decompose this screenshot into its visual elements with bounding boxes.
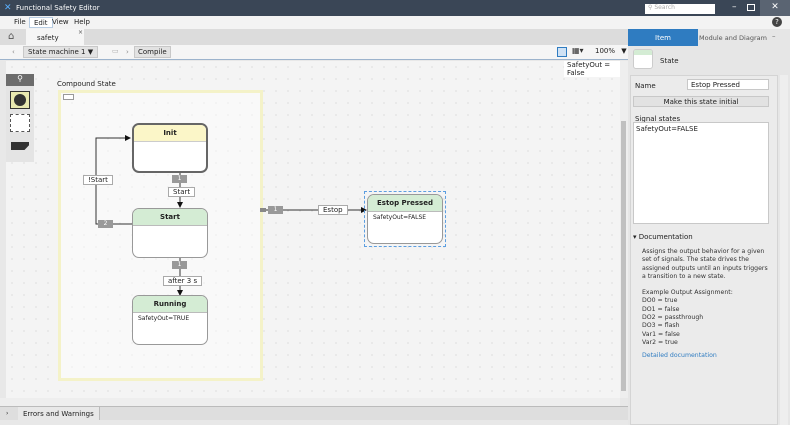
maximize-button[interactable] [747,4,755,11]
priority-badge[interactable]: 1 [172,175,187,183]
state-start[interactable]: Start [132,208,208,258]
state-estop-title: Estop Pressed [368,195,442,212]
menu-edit[interactable]: Edit [29,17,53,28]
tab-safety[interactable]: safety × [26,29,84,45]
state-machine-select[interactable]: State machine 1 ▼ [23,46,99,58]
transition-anchor [260,208,266,212]
layout-options-icon[interactable]: ▦▾ [572,46,584,55]
triangle-down-icon: ▾ [633,233,639,241]
home-icon[interactable]: ⌂ [8,31,15,42]
menu-bar: File Edit View Help [0,16,628,29]
canvas-vertical-scrollbar[interactable] [620,61,628,398]
compile-button[interactable]: Compile [134,46,171,58]
item-type-label: State [660,57,679,65]
state-type-icon [633,49,653,69]
bottom-panel: › Errors and Warnings [0,406,628,420]
menu-view[interactable]: View [52,18,69,26]
state-running-title: Running [133,296,207,313]
diagram-canvas[interactable]: ⚲ Compound State SafetyOut = False Init … [6,61,620,398]
transition-label[interactable]: Estop [318,205,348,215]
menu-file[interactable]: File [14,18,26,26]
palette-note-icon[interactable] [11,142,29,150]
name-label: Name [635,82,656,90]
transition-label[interactable]: after 3 s [163,276,203,286]
transition-label[interactable]: !Start [83,175,113,185]
expand-icon[interactable]: › [6,410,9,417]
collapse-icon[interactable]: – [772,32,776,40]
state-running[interactable]: Running SafetyOut=TRUE [132,295,208,345]
documentation-toggle[interactable]: ▾ Documentation [633,233,693,241]
state-estop[interactable]: Estop Pressed SafetyOut=FALSE [367,194,443,244]
state-init-title: Init [134,125,206,142]
documentation-text: Assigns the output behavior for a given … [642,248,770,361]
name-field[interactable]: Estop Pressed [687,79,769,90]
make-initial-button[interactable]: Make this state initial [633,96,769,107]
state-estop-selection[interactable]: Estop Pressed SafetyOut=FALSE [364,191,446,247]
document-tabs: ⌂ safety × [0,29,628,45]
close-button[interactable]: ✕ [760,0,790,16]
search-icon: ⚲ [648,4,655,11]
help-icon[interactable]: ? [772,17,782,27]
transition-label[interactable]: Start [168,187,196,197]
priority-badge[interactable]: 2 [98,220,113,228]
compound-state-handle[interactable] [63,94,74,100]
app-logo-icon: ✕ [4,3,12,13]
panel-layout-icon[interactable] [557,47,567,57]
palette: ⚲ [6,74,34,162]
state-start-title: Start [133,209,207,226]
state-init[interactable]: Init [132,123,208,173]
title-bar: ✕ Functional Safety Editor ⚲ Search – ✕ [0,0,790,16]
minimize-button[interactable]: – [732,2,737,12]
palette-compound-state-icon[interactable] [10,114,30,132]
signal-readout: SafetyOut = False [564,61,620,77]
properties-panel: Item Module and Diagram – State Name Est… [628,29,790,425]
back-arrow-icon[interactable]: ‹ [12,48,15,56]
palette-initial-state-icon[interactable] [10,91,30,109]
tab-module-diagram[interactable]: Module and Diagram [699,34,767,42]
priority-badge[interactable]: 1 [268,206,283,214]
toolbar: ‹ State machine 1 ▼ ▭ › Compile ▦▾ 100% … [0,45,628,60]
palette-search-icon[interactable]: ⚲ [6,74,34,86]
errors-warnings-tab[interactable]: Errors and Warnings [18,407,100,420]
properties-body: Name Estop Pressed Make this state initi… [630,75,778,425]
tab-close-icon[interactable]: × [78,29,84,36]
state-estop-body: SafetyOut=FALSE [373,214,427,221]
zoom-select[interactable]: 100% ▼ [595,47,627,55]
signal-states-field[interactable]: SafetyOut=FALSE [633,122,769,224]
menu-help[interactable]: Help [74,18,90,26]
priority-badge[interactable]: 1 [172,261,187,269]
transitions-layer [95,135,367,296]
tab-item[interactable]: Item [628,29,698,46]
canvas-horizontal-scrollbar[interactable] [0,398,620,406]
state-running-body: SafetyOut=TRUE [138,315,190,322]
search-input[interactable]: ⚲ Search [645,4,715,14]
detailed-documentation-link[interactable]: Detailed documentation [642,352,717,360]
signal-states-label: Signal states [635,115,681,123]
compound-state-label: Compound State [57,80,116,88]
forward-arrow-icon[interactable]: › [126,48,129,56]
properties-scrollbar[interactable] [780,75,788,425]
window-icon[interactable]: ▭ [112,47,119,55]
dropdown-icon: ▼ [87,48,94,56]
window-title: Functional Safety Editor [16,4,100,12]
